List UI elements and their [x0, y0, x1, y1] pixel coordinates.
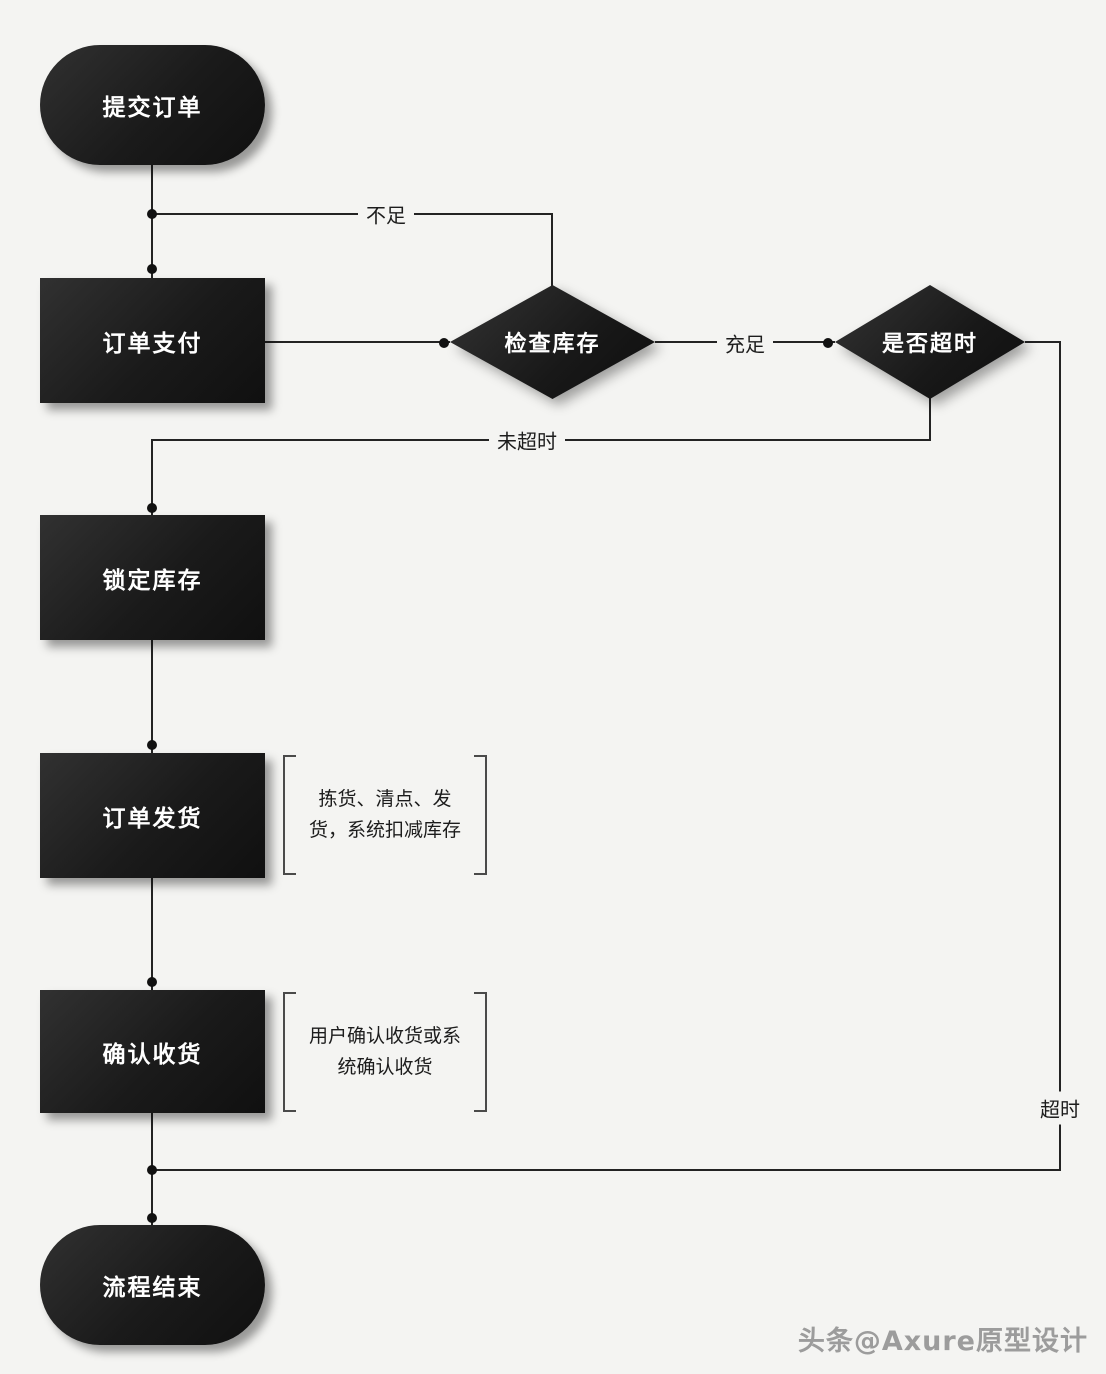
junction-dot — [147, 209, 157, 219]
node-lock-stock: 锁定库存 — [40, 515, 265, 640]
node-order-payment: 订单支付 — [40, 278, 265, 403]
edge-label-sufficient: 充足 — [717, 326, 773, 360]
is-timeout-diamond: 是否超时 — [835, 285, 1025, 399]
annotation-confirm-text: 用户确认收货或系统确认收货 — [308, 1024, 461, 1078]
edge-not-timeout — [151, 398, 931, 515]
junction-dot — [823, 338, 833, 348]
junction-dot — [147, 1165, 157, 1175]
edge-label-not-timeout: 未超时 — [489, 423, 565, 457]
check-stock-diamond: 检查库存 — [450, 285, 655, 399]
node-end: 流程结束 — [40, 1225, 265, 1345]
node-ship-order: 订单发货 — [40, 753, 265, 878]
junction-dot — [439, 338, 449, 348]
junction-dot — [147, 740, 157, 750]
watermark-text: 头条@Axure原型设计 — [797, 1326, 1088, 1357]
node-ship-order-label: 订单发货 — [102, 805, 203, 832]
edge-insufficient — [152, 213, 553, 287]
junction-dot — [147, 1213, 157, 1223]
node-end-label: 流程结束 — [102, 1275, 203, 1301]
junction-dot — [147, 503, 157, 513]
node-check-stock-label: 检查库存 — [504, 332, 601, 357]
node-check-stock: 检查库存 — [450, 285, 655, 399]
node-confirm-receipt: 确认收货 — [40, 990, 265, 1113]
junction-dot — [147, 977, 157, 987]
node-lock-stock-label: 锁定库存 — [102, 567, 203, 594]
node-order-payment-label: 订单支付 — [102, 330, 203, 357]
edge-label-timeout: 超时 — [1032, 1091, 1088, 1125]
annotation-ship: 拣货、清点、发货，系统扣减库存 — [283, 755, 487, 875]
junction-dot — [147, 264, 157, 274]
node-is-timeout: 是否超时 — [835, 285, 1025, 399]
annotation-confirm: 用户确认收货或系统确认收货 — [283, 992, 487, 1112]
node-start-label: 提交订单 — [102, 95, 203, 121]
node-confirm-receipt-label: 确认收货 — [102, 1041, 203, 1068]
node-is-timeout-label: 是否超时 — [881, 332, 978, 357]
annotation-ship-text: 拣货、清点、发货，系统扣减库存 — [308, 787, 461, 841]
node-start: 提交订单 — [40, 45, 265, 165]
edge-label-insufficient: 不足 — [358, 197, 414, 231]
